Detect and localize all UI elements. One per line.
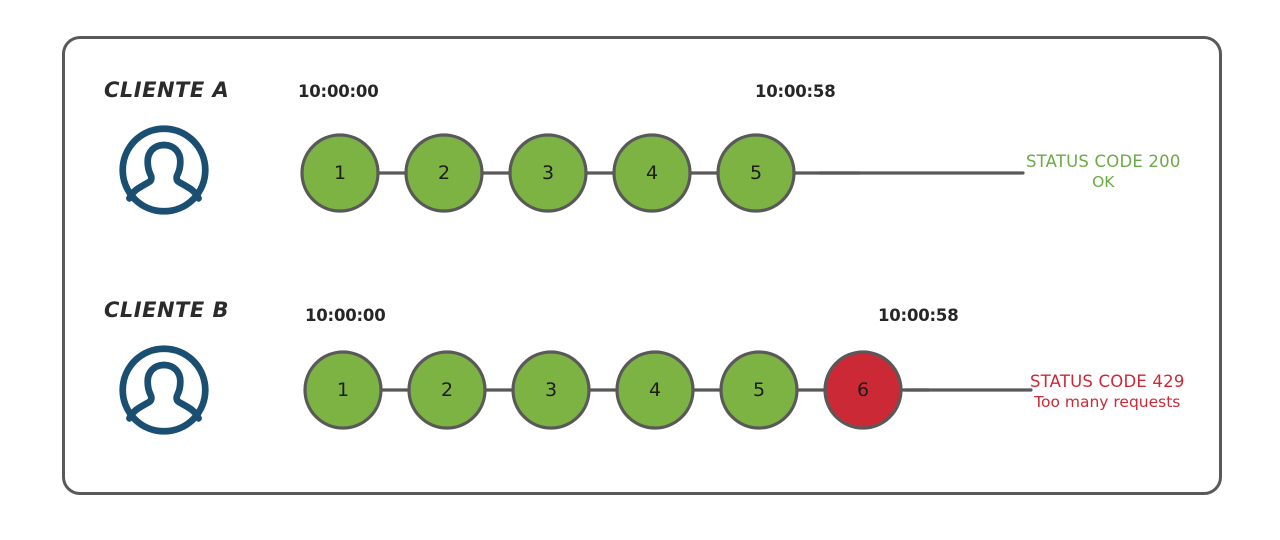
row-b-status: STATUS CODE 429 Too many requests bbox=[1030, 372, 1185, 412]
request-node-blocked: 6 bbox=[823, 350, 903, 430]
user-avatar-icon bbox=[114, 342, 214, 438]
row-a-status-message: OK bbox=[1092, 172, 1115, 191]
row-a-status-code: STATUS CODE 200 bbox=[1026, 152, 1181, 171]
request-node: 3 bbox=[511, 350, 591, 430]
request-node-number: 5 bbox=[753, 379, 765, 401]
row-b-status-message: Too many requests bbox=[1034, 392, 1181, 411]
row-b-status-code: STATUS CODE 429 bbox=[1030, 372, 1185, 391]
client-b-label: CLIENTE B bbox=[104, 298, 230, 322]
request-node-number: 1 bbox=[337, 379, 349, 401]
request-node-number: 2 bbox=[438, 162, 450, 184]
request-node: 5 bbox=[719, 350, 799, 430]
row-b-request-chain: 1 2 3 4 5 bbox=[303, 345, 1045, 430]
request-node-number: 6 bbox=[857, 379, 869, 401]
request-node: 4 bbox=[612, 133, 692, 213]
row-b-start-timestamp: 10:00:00 bbox=[305, 306, 386, 325]
row-a-request-chain: 1 2 3 4 5 bbox=[300, 128, 1030, 213]
request-node: 5 bbox=[716, 133, 796, 213]
row-a-status: STATUS CODE 200 OK bbox=[1026, 152, 1181, 192]
request-node-number: 4 bbox=[649, 379, 661, 401]
request-node-number: 5 bbox=[750, 162, 762, 184]
user-avatar-icon bbox=[114, 122, 214, 218]
client-a-label: CLIENTE A bbox=[104, 78, 230, 102]
request-node-number: 4 bbox=[646, 162, 658, 184]
request-node: 3 bbox=[508, 133, 588, 213]
request-node-number: 1 bbox=[334, 162, 346, 184]
request-node-number: 2 bbox=[441, 379, 453, 401]
row-b-end-timestamp: 10:00:58 bbox=[878, 306, 959, 325]
row-a-start-timestamp: 10:00:00 bbox=[298, 82, 379, 101]
request-node: 1 bbox=[300, 133, 380, 213]
request-node: 4 bbox=[615, 350, 695, 430]
request-node-number: 3 bbox=[545, 379, 557, 401]
request-node: 1 bbox=[303, 350, 383, 430]
request-node-number: 3 bbox=[542, 162, 554, 184]
row-a-end-timestamp: 10:00:58 bbox=[755, 82, 836, 101]
request-node: 2 bbox=[407, 350, 487, 430]
request-node: 2 bbox=[404, 133, 484, 213]
